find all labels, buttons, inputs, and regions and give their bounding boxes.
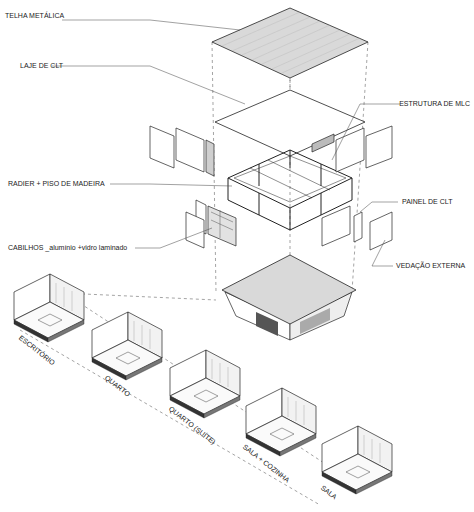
part-label: RADIER + PISO DE MADEIRA [8, 180, 105, 187]
part-label: CABILHOS _alumínio +vidro laminado [8, 244, 127, 251]
assembled-house [222, 255, 356, 340]
room-label: SALA [320, 484, 338, 501]
room-module [170, 350, 240, 418]
metal-roof [212, 8, 368, 78]
room-module [246, 388, 316, 456]
part-label: TELHA METÁLICA [5, 12, 64, 19]
room-module [14, 274, 84, 342]
part-label: ESTRUTURA DE MLC [399, 100, 470, 107]
leader-lines [52, 20, 400, 266]
room-module [322, 426, 392, 494]
frame-lines [211, 210, 233, 238]
part-label: LAJE DE CLT [20, 62, 63, 69]
room-module [92, 312, 162, 380]
room-modules [14, 274, 392, 494]
part-label: VEDAÇÃO EXTERNA [396, 262, 465, 269]
part-label: PAINEL DE CLT [402, 198, 452, 205]
projection-lines [20, 8, 368, 505]
external-cladding [150, 126, 392, 250]
